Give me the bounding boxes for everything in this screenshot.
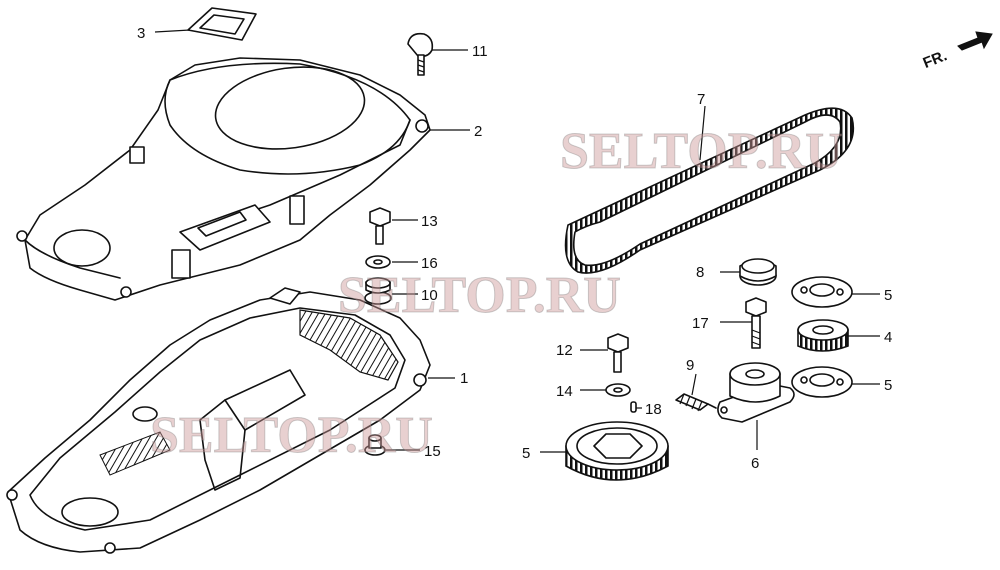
part-10-spring bbox=[675, 393, 717, 412]
watermark-3: SELTOP.RU bbox=[150, 407, 433, 464]
callout-5-upper: 5 bbox=[884, 287, 892, 304]
callout-5-lower: 5 bbox=[884, 377, 892, 394]
callout-9: 8 bbox=[696, 264, 704, 281]
callout-2: 2 bbox=[474, 123, 482, 140]
part-17-washer bbox=[365, 255, 391, 269]
callout-19: 18 bbox=[645, 401, 662, 418]
callout-12: 11 bbox=[472, 43, 488, 60]
leader-lines bbox=[154, 29, 880, 453]
watermarks: SELTOP.RU SELTOP.RU SELTOP.RU bbox=[150, 123, 844, 465]
callout-numbers: 3 11 2 13 16 10 1 15 7 8 5 17 4 5 12 14 … bbox=[137, 25, 892, 472]
callout-10: 9 bbox=[686, 357, 694, 374]
part-6-pulley bbox=[565, 421, 669, 481]
part-1-lower-case bbox=[6, 287, 431, 554]
part-14-bolt bbox=[369, 207, 391, 245]
callout-6: 5 bbox=[522, 445, 530, 462]
part-4-gear bbox=[797, 319, 849, 352]
callout-17: 16 bbox=[421, 255, 438, 272]
callout-7: 7 bbox=[697, 91, 705, 108]
callout-1: 1 bbox=[460, 370, 468, 387]
callout-3: 3 bbox=[137, 25, 145, 42]
front-direction-indicator: FR. bbox=[921, 31, 993, 72]
callout-14: 13 bbox=[421, 213, 438, 230]
part-7-timing-belt bbox=[564, 107, 854, 274]
part-13-bolt bbox=[607, 333, 629, 373]
part-5-plate-upper bbox=[791, 276, 853, 308]
direction-label: FR. bbox=[921, 47, 950, 72]
watermark-1: SELTOP.RU bbox=[560, 123, 843, 180]
part-15-washer bbox=[605, 383, 631, 397]
part-12-knob-screw bbox=[407, 32, 434, 76]
part-19-pin bbox=[630, 401, 637, 413]
part-11-grommet bbox=[364, 277, 392, 305]
callout-4: 4 bbox=[884, 329, 892, 346]
callout-16: 15 bbox=[424, 443, 441, 460]
direction-arrow-icon bbox=[957, 31, 993, 51]
callout-18: 17 bbox=[692, 315, 709, 332]
part-9-cap bbox=[739, 258, 777, 286]
callout-15: 14 bbox=[556, 383, 573, 400]
part-5-plate-lower bbox=[791, 366, 853, 398]
callout-11: 10 bbox=[421, 287, 438, 304]
callout-13: 12 bbox=[556, 342, 573, 359]
part-16-collar bbox=[364, 434, 386, 456]
part-2-upper-cover bbox=[16, 57, 431, 301]
watermark-2: SELTOP.RU bbox=[338, 267, 621, 324]
part-8-tensioner bbox=[717, 362, 795, 423]
part-18-bolt bbox=[745, 297, 767, 349]
callout-8: 6 bbox=[751, 455, 759, 472]
part-3-gasket bbox=[187, 7, 257, 41]
